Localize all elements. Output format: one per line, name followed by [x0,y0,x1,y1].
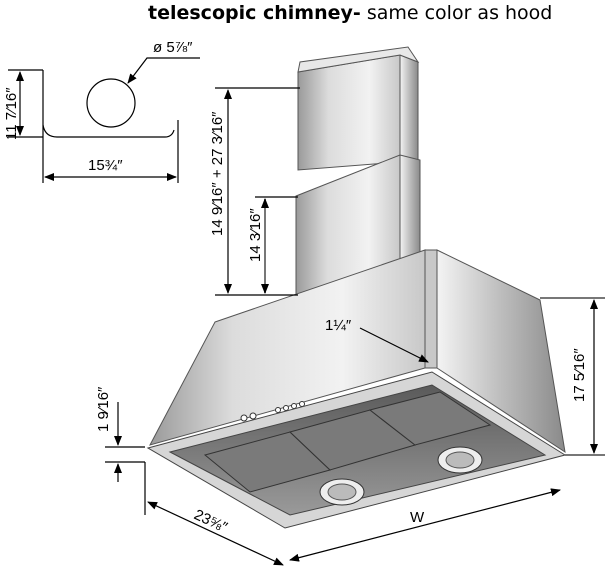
diagram-title: telescopic chimney- same color as hood [148,2,552,24]
control-buttons[interactable] [240,401,305,422]
title-regular: same color as hood [360,2,553,24]
rim-height-label: 1 9⁄16″ [95,386,112,432]
corner-trim-leader [359,327,429,363]
width-label: W [410,509,425,526]
hood-height-label: 17 5⁄16″ [571,348,588,402]
chimney-lower-label: 14 3⁄16″ [247,208,264,262]
control-knob[interactable] [249,412,257,420]
chimney-upper-side [399,54,419,166]
bracket-height-label: 11 7⁄16″ [3,87,20,140]
width-arrow [289,488,561,562]
dimension-lines: 14 9⁄16″ + 27 3⁄16″ 14 3⁄16″ 1¼″ 17 5⁄16… [95,87,605,566]
control-button[interactable] [275,407,281,413]
diameter-leader [127,57,200,84]
control-button[interactable] [291,403,297,409]
bracket-width-label: 15¾″ [88,157,123,174]
bracket-plan-view: ø 5⅞″ 11 7⁄16″ 15¾″ [3,39,200,183]
depth-arrow [147,501,284,566]
hood-body [146,249,567,529]
control-knob[interactable] [240,414,248,422]
corner-trim-label: 1¼″ [325,317,352,334]
chimney-upper-front [297,54,401,171]
chimney-top [297,46,420,73]
halogen-light-lens [445,451,475,469]
control-button[interactable] [299,401,305,407]
halogen-light-lens [327,483,357,501]
chimney-total-label: 14 9⁄16″ + 27 3⁄16″ [209,111,226,236]
title-bold: telescopic chimney- [148,2,361,24]
bracket-base [42,124,175,138]
control-button[interactable] [283,405,289,411]
grease-filter [368,391,492,446]
hood-corner-trim [424,249,438,369]
telescopic-chimney [295,46,421,297]
duct-circle [86,78,136,128]
duct-diameter-label: ø 5⅞″ [153,39,193,56]
